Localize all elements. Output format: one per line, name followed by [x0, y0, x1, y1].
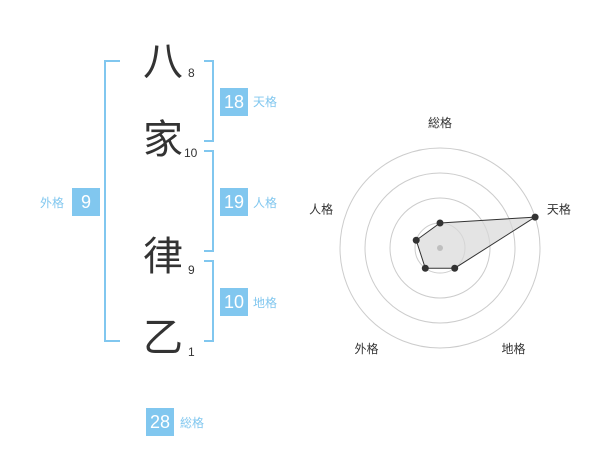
name-char-3: 律: [143, 234, 183, 280]
gaikaku-label: 外格: [40, 196, 65, 210]
jinkaku-score: 19: [220, 188, 248, 216]
gaikaku-bracket: [104, 60, 120, 342]
stroke-count-1: 8: [188, 66, 195, 80]
radar-axis-label-1: 天格: [547, 201, 571, 216]
jinkaku-bracket: [204, 150, 214, 252]
radar-point-4: [412, 236, 420, 244]
tenkaku-label: 天格: [253, 95, 278, 109]
chikaku-bracket: [204, 260, 214, 342]
radar-ring-2: [389, 197, 491, 299]
radar-center: [437, 245, 443, 251]
tenkaku-score: 18: [220, 88, 248, 116]
radar-axis-label-0: 総格: [428, 115, 452, 130]
tenkaku-bracket: [204, 60, 214, 142]
radar-axis-label-2: 地格: [501, 341, 525, 356]
chikaku-label: 地格: [253, 296, 278, 310]
radar-shape: [415, 216, 536, 269]
radar-ring-4: [339, 147, 541, 349]
stroke-count-2: 10: [184, 146, 198, 160]
jinkaku-label: 人格: [253, 196, 278, 210]
radar-axis-label-4: 人格: [309, 201, 333, 216]
name-char-4: 乙: [143, 315, 183, 361]
name-char-2: 家: [143, 117, 183, 163]
soukaku-score: 28: [146, 408, 174, 436]
stroke-count-3: 9: [188, 263, 195, 277]
chikaku-score: 10: [220, 288, 248, 316]
stroke-count-4: 1: [188, 345, 195, 359]
name-char-1: 八: [143, 39, 183, 85]
radar-axis-label-3: 外格: [355, 341, 379, 356]
radar-ring-3: [364, 172, 516, 324]
radar-point-0: [436, 219, 444, 227]
gaikaku-score: 9: [72, 188, 100, 216]
radar-point-1: [531, 213, 539, 221]
radar-point-2: [451, 264, 459, 272]
radar-point-3: [421, 264, 429, 272]
soukaku-label: 総格: [180, 416, 205, 430]
radar-points: [412, 213, 539, 272]
